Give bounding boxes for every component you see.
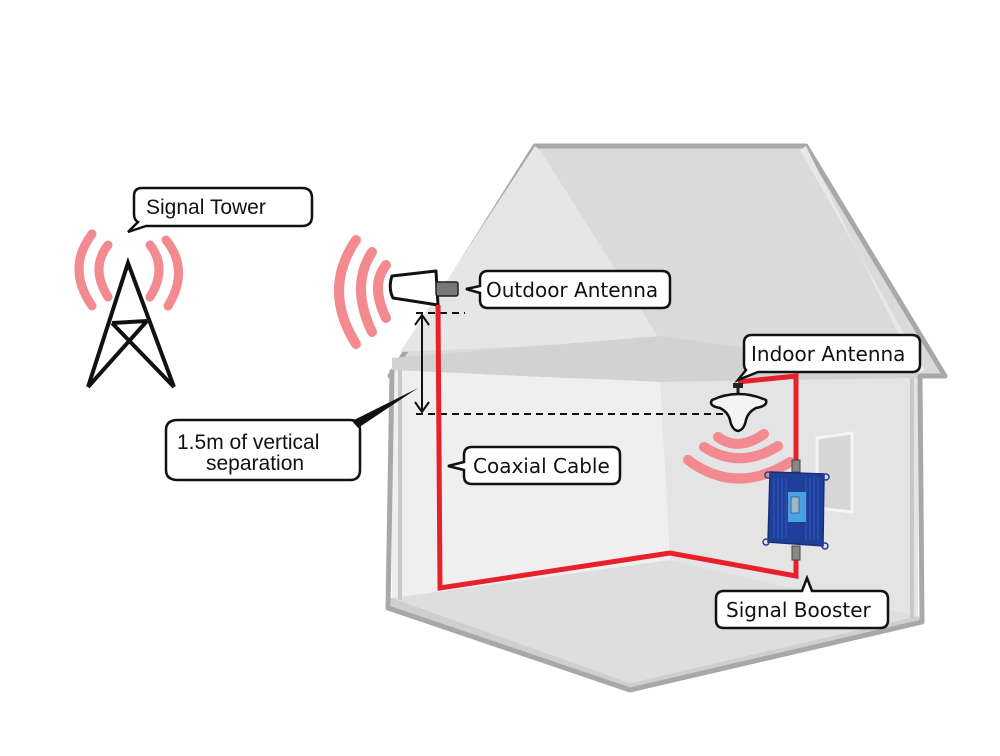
callout-vertical-separation: 1.5m of vertical separation [164, 388, 418, 482]
callout-coaxial-cable: Coaxial Cable [447, 445, 622, 486]
arrow-up-icon [414, 313, 430, 326]
booster-top-connector-icon [791, 459, 801, 473]
callout-signal-booster: Signal Booster [714, 574, 890, 630]
tower-signal-waves-left-icon [74, 229, 113, 311]
indoor-antenna-mount-icon [733, 383, 743, 388]
signal-tower [74, 229, 183, 389]
label-signal-tower: Signal Tower [146, 196, 266, 219]
label-separation-line1: 1.5m of vertical [177, 431, 319, 454]
outdoor-antenna [334, 235, 459, 349]
outdoor-signal-waves-icon [334, 235, 391, 349]
indoor-antenna [683, 383, 795, 484]
arrow-down-icon [414, 401, 430, 414]
roof-right-face [800, 146, 925, 374]
signal-booster [762, 459, 830, 561]
callout-indoor-antenna: Indoor Antenna [734, 333, 922, 383]
label-outdoor-antenna: Outdoor Antenna [486, 278, 658, 302]
tower-signal-waves-right-icon [145, 235, 183, 311]
label-signal-booster: Signal Booster [726, 598, 872, 622]
booster-lcd-screen-icon [790, 496, 800, 514]
tower-icon [86, 256, 176, 389]
antenna-connector-icon [435, 281, 459, 297]
callout-outdoor-antenna: Outdoor Antenna [465, 269, 672, 310]
antenna-body-icon [388, 269, 440, 307]
coaxial-cable-indoor [737, 373, 799, 470]
label-indoor-antenna: Indoor Antenna [751, 342, 905, 366]
indoor-signal-waves-icon [683, 429, 795, 484]
booster-fins-icon [773, 478, 819, 540]
coaxial-cable [435, 304, 799, 591]
indoor-antenna-dome-icon [709, 392, 768, 433]
label-coaxial-cable: Coaxial Cable [473, 454, 610, 478]
callout-signal-tower: Signal Tower [127, 186, 314, 234]
booster-bottom-connector-icon [791, 545, 801, 561]
house-outline-left [385, 369, 925, 693]
label-separation-line2: separation [206, 452, 304, 475]
